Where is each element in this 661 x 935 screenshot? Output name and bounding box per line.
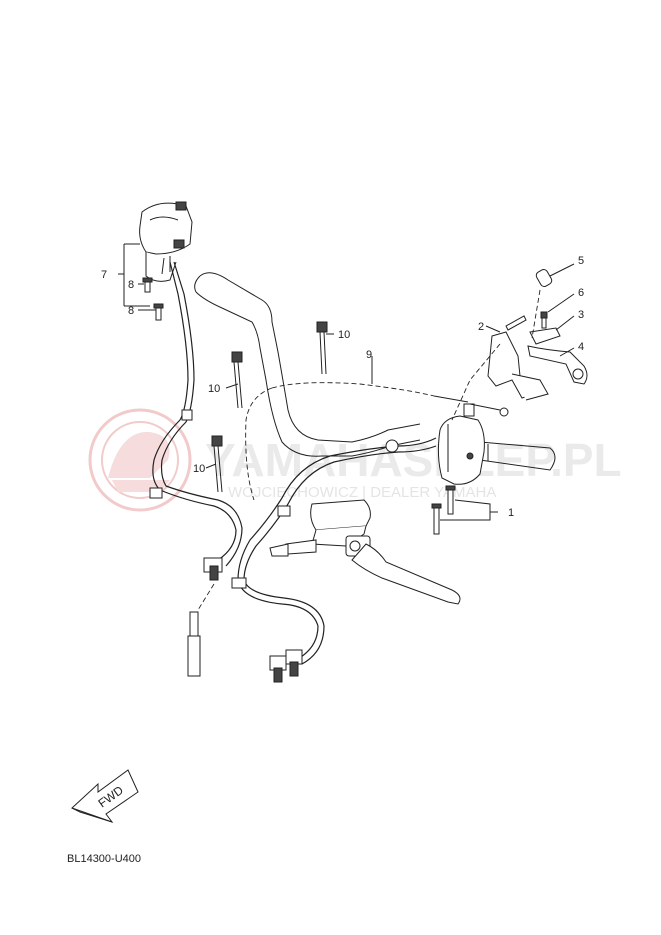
callout-10-middle: 10: [208, 383, 220, 395]
forward-arrow-icon: FWD: [71, 769, 139, 824]
handlebar: [194, 272, 556, 471]
screw-1-upper: [445, 485, 456, 515]
callout-7: 7: [101, 269, 107, 281]
brake-master-cylinder: [269, 499, 371, 557]
left-lower-connector: [187, 611, 201, 677]
screw-8-upper: [142, 277, 153, 293]
screw-8-lower: [153, 303, 164, 321]
fwd-label: FWD: [96, 783, 127, 811]
cable-tie-lower: [211, 435, 223, 493]
left-handlebar-switch: [139, 201, 193, 282]
cap-5: [535, 269, 553, 287]
callout-9: 9: [366, 349, 372, 361]
cable-tie-middle: [231, 351, 243, 409]
callout-3: 3: [578, 309, 584, 321]
callout-8-upper: 8: [128, 279, 134, 291]
bolt-2: [505, 315, 527, 331]
callout-2: 2: [478, 321, 484, 333]
lever-4: [527, 345, 588, 385]
callout-5: 5: [578, 255, 584, 267]
right-switch-wire: [231, 437, 437, 683]
callout-1: 1: [508, 507, 514, 519]
callout-4: 4: [578, 341, 584, 353]
callout-10-lower: 10: [193, 463, 205, 475]
watermark-main-text: YAMAHASKLEP.PL: [205, 434, 622, 486]
brake-lever: [351, 543, 461, 605]
bracket-3: [529, 327, 561, 345]
lever-holder-bracket: [451, 331, 549, 421]
throttle-cable: [245, 382, 509, 501]
cable-tie-upper: [316, 321, 328, 375]
screw-6: [540, 311, 548, 329]
left-switch-wire: [149, 261, 243, 581]
watermark-sub-text: WOJCIECHOWICZ | DEALER YAMAHA: [228, 484, 496, 501]
callout-10-upper: 10: [338, 329, 350, 341]
diagram-code: BL14300-U400: [67, 853, 141, 865]
screw-1-lower: [431, 503, 442, 535]
right-handlebar-switch: [437, 403, 485, 485]
leader-lines: [118, 243, 575, 521]
callout-8-lower: 8: [128, 305, 134, 317]
callout-6: 6: [578, 287, 584, 299]
